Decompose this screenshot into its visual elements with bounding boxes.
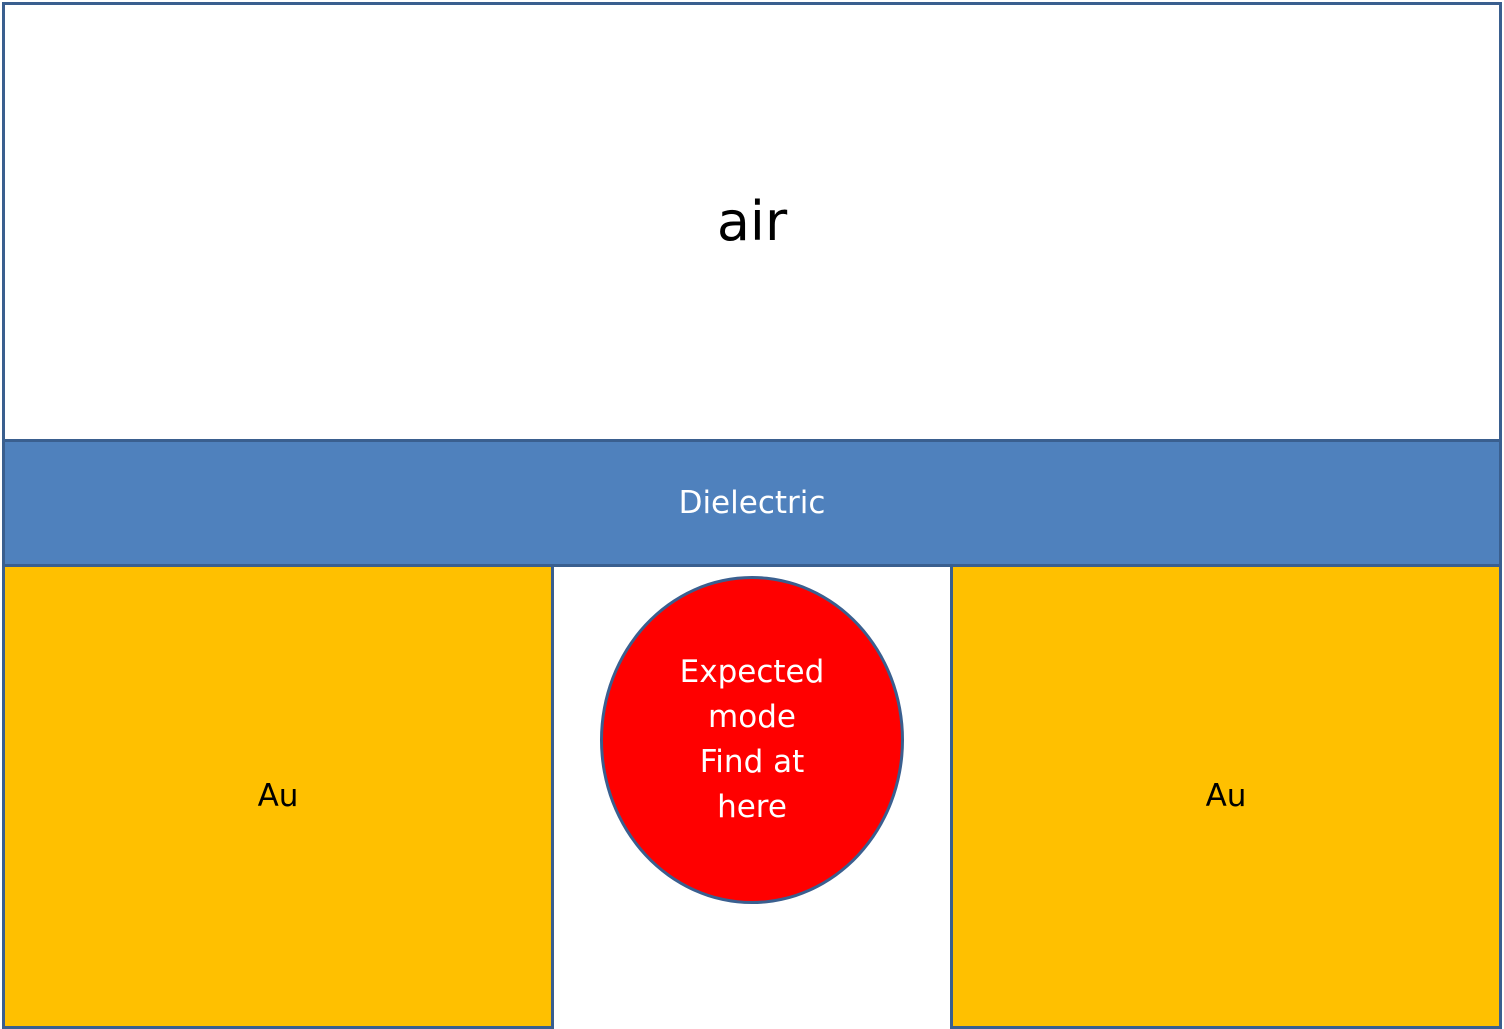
dielectric-label: Dielectric: [678, 485, 826, 521]
mode-text-line-4: here: [717, 789, 787, 825]
mode-text-line-1: Expected: [679, 654, 825, 690]
au-left-block: Au: [2, 564, 554, 1029]
mode-text-line-3: Find at: [699, 744, 805, 780]
mode-text-line-2: mode: [708, 699, 796, 735]
expected-mode-circle: Expected mode Find at here: [600, 576, 904, 904]
au-right-block: Au: [950, 564, 1502, 1029]
dielectric-layer: Dielectric: [2, 439, 1502, 567]
air-label: air: [716, 189, 788, 253]
air-region: air: [2, 2, 1502, 442]
au-left-label: Au: [257, 777, 299, 814]
au-right-label: Au: [1205, 777, 1247, 814]
